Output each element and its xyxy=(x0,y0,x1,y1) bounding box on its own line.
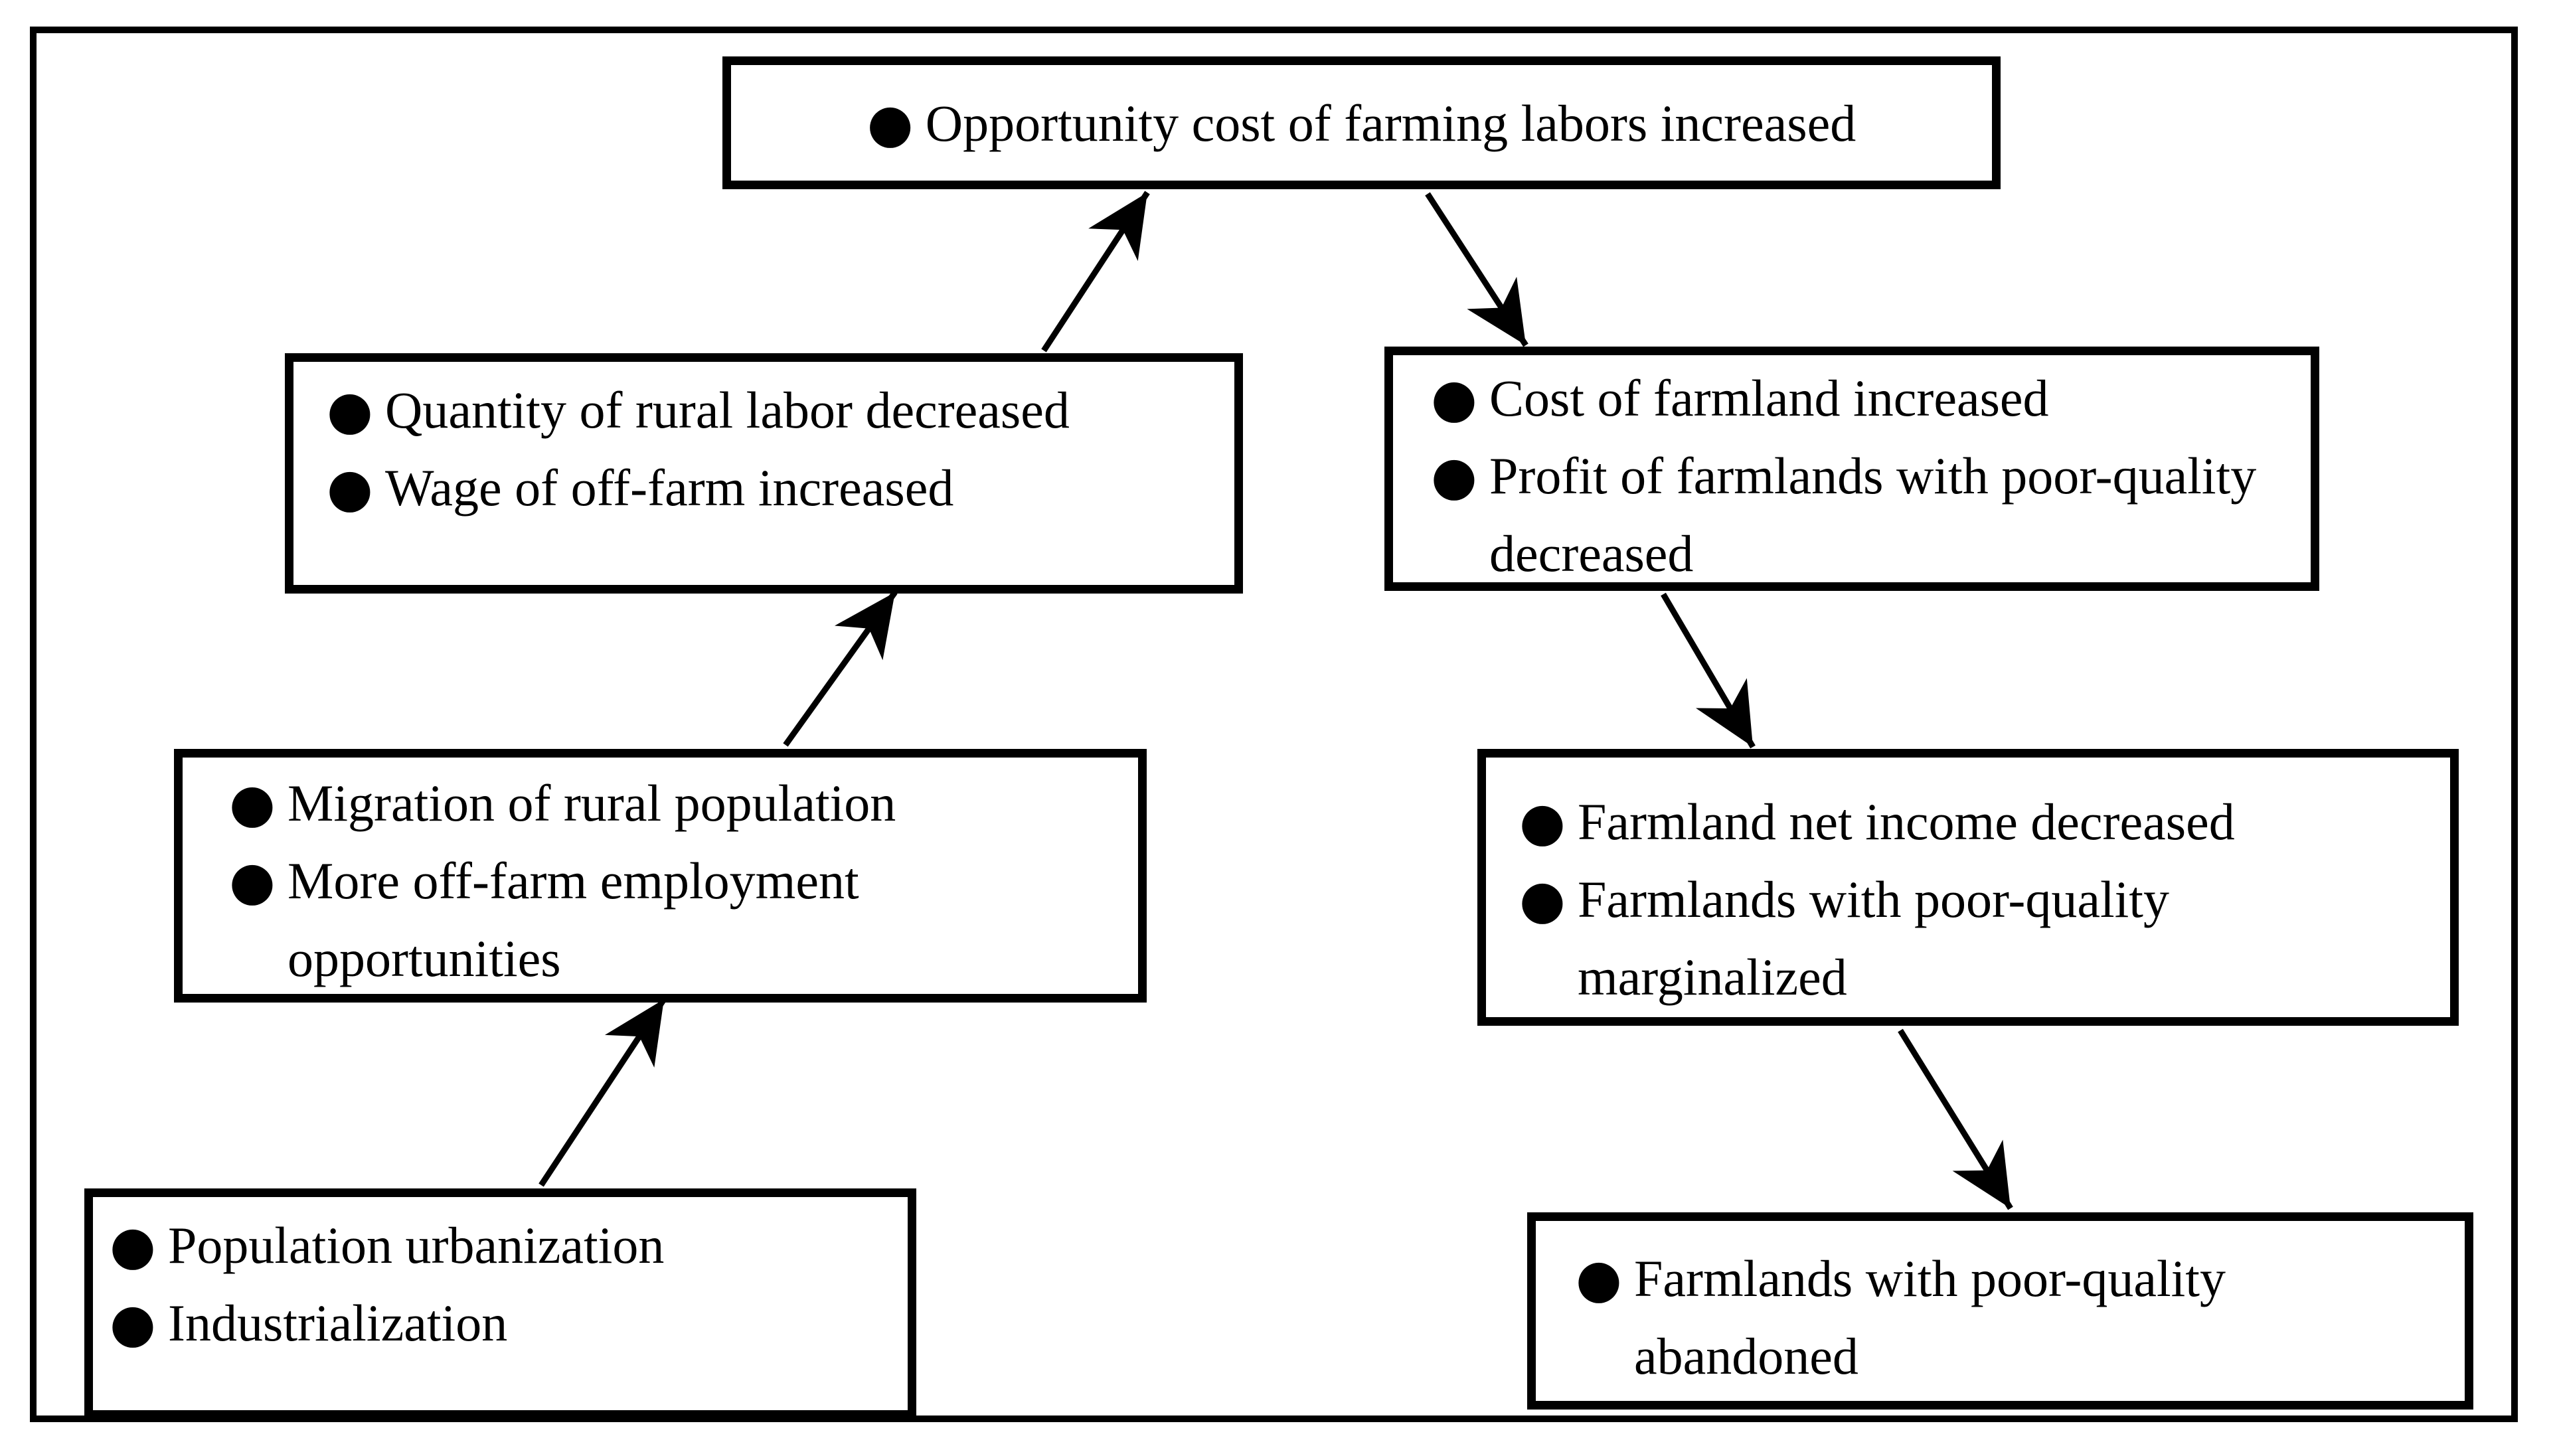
bullet-item: ● Industrialization xyxy=(110,1284,902,1362)
bullet-icon: ● xyxy=(1431,367,1477,429)
node-text: Population urbanization xyxy=(168,1216,665,1274)
node-text: Migration of rural population xyxy=(288,774,896,832)
bullet-item: ● Farmland net income decreased xyxy=(1519,783,2445,860)
arrow-net-income-to-abandoned xyxy=(1898,1028,2013,1210)
bullet-item: ● Farmlands with poor-quality abandoned xyxy=(1576,1240,2459,1395)
bullet-item: ● Wage of off-farm increased xyxy=(327,449,1231,526)
bullet-item: ● Profit of farmlands with poor-quality … xyxy=(1431,437,2307,592)
node-text: Farmlands with poor-quality abandoned xyxy=(1634,1250,2226,1385)
bullet-icon: ● xyxy=(110,1292,156,1354)
node-text: Industrialization xyxy=(168,1294,508,1352)
bullet-icon: ● xyxy=(866,92,914,154)
bullet-icon: ● xyxy=(1576,1248,1622,1309)
arrow-farmland-cost-to-net-income xyxy=(1661,592,1756,749)
node-text: Cost of farmland increased xyxy=(1489,369,2049,427)
bullet-icon: ● xyxy=(1519,791,1566,852)
node-migration: ● Migration of rural population ● More o… xyxy=(174,749,1147,1003)
node-text: Wage of off-farm increased xyxy=(385,459,954,517)
bullet-icon: ● xyxy=(327,379,373,441)
node-net-income: ● Farmland net income decreased ● Farmla… xyxy=(1477,749,2459,1026)
node-text: Farmland net income decreased xyxy=(1578,793,2235,850)
bullet-item: ● Opportunity cost of farming labors inc… xyxy=(867,84,1856,162)
bullet-item: ● More off-farm employment opportunities xyxy=(229,842,1133,997)
bullet-item: ● Farmlands with poor-quality marginaliz… xyxy=(1519,860,2445,1016)
bullet-item: ● Quantity of rural labor decreased xyxy=(327,371,1231,449)
bullet-icon: ● xyxy=(327,457,373,519)
outer-frame xyxy=(30,27,2518,1422)
node-opportunity-cost: ● Opportunity cost of farming labors inc… xyxy=(722,56,2001,189)
node-text: More off-farm employment opportunities xyxy=(288,852,859,987)
node-text: Opportunity cost of farming labors incre… xyxy=(925,94,1856,152)
node-urbanization: ● Population urbanization ● Industrializ… xyxy=(84,1188,916,1419)
node-abandoned: ● Farmlands with poor-quality abandoned xyxy=(1527,1212,2473,1410)
arrow-migration-to-rural-labor xyxy=(783,590,898,747)
bullet-icon: ● xyxy=(110,1214,156,1276)
node-rural-labor: ● Quantity of rural labor decreased ● Wa… xyxy=(285,353,1243,594)
node-text: Profit of farmlands with poor-quality de… xyxy=(1489,447,2257,582)
node-farmland-cost: ● Cost of farmland increased ● Profit of… xyxy=(1384,347,2319,591)
bullet-item: ● Population urbanization xyxy=(110,1206,902,1284)
bullet-icon: ● xyxy=(229,772,276,834)
bullet-icon: ● xyxy=(1431,445,1477,507)
bullet-item: ● Cost of farmland increased xyxy=(1431,359,2307,437)
bullet-icon: ● xyxy=(229,850,276,912)
bullet-icon: ● xyxy=(1519,868,1566,930)
node-text: Farmlands with poor-quality marginalized xyxy=(1578,870,2169,1006)
bullet-item: ● Migration of rural population xyxy=(229,764,1133,842)
arrow-opportunity-cost-to-farmland-cost xyxy=(1425,192,1528,347)
arrow-urbanization-to-migration xyxy=(538,997,667,1187)
arrow-rural-labor-to-opportunity-cost xyxy=(1041,191,1150,353)
node-text: Quantity of rural labor decreased xyxy=(385,381,1070,439)
